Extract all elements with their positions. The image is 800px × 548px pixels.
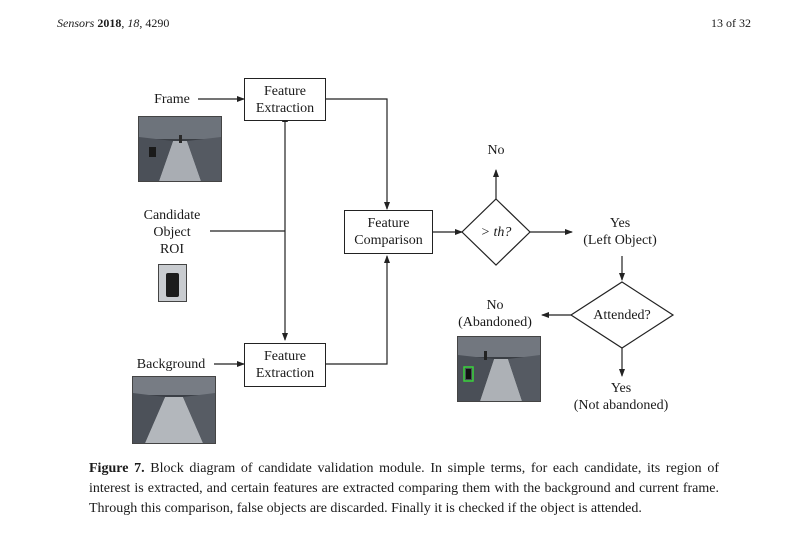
- abandoned-result-thumbnail: [457, 336, 541, 402]
- outcome-abandoned-line-2: (Abandoned): [458, 315, 532, 330]
- threshold-diamond: [461, 198, 531, 266]
- outcome-not-abandoned-line-2: (Not abandoned): [573, 398, 669, 413]
- outcome-left-object-line-2: (Left Object): [583, 233, 657, 248]
- journal-year: 2018: [97, 16, 122, 30]
- candidate-roi-thumbnail: [158, 264, 187, 302]
- attended-decision-label: Attended?: [593, 308, 651, 323]
- feature-extraction-top-line-1: Feature: [264, 83, 306, 99]
- input-candidate-label: Candidate Object ROI: [130, 207, 214, 258]
- outcome-not-abandoned-line-1: Yes: [610, 381, 632, 396]
- feature-comparison-box: Feature Comparison: [344, 210, 433, 254]
- feature-extraction-bottom-box: Feature Extraction: [244, 343, 326, 387]
- background-thumbnail: [132, 376, 216, 444]
- figure-caption: Figure 7. Block diagram of candidate val…: [89, 459, 719, 519]
- article-number: 4290: [145, 16, 170, 30]
- journal-volume: 18: [127, 16, 140, 30]
- outcome-not-abandoned-label: Yes (Not abandoned): [560, 380, 682, 414]
- page-number: 13 of 32: [711, 16, 751, 30]
- arrow-bottom-extraction-to-comparison: [324, 255, 390, 365]
- outcome-no-label: No: [487, 143, 505, 158]
- arrow-top-extraction-to-comparison: [324, 98, 390, 210]
- feature-extraction-bottom-line-2: Extraction: [255, 366, 315, 381]
- journal-name: Sensors: [57, 16, 95, 30]
- figure-caption-label: Figure 7.: [89, 461, 145, 476]
- feature-comparison-line-2: Comparison: [354, 233, 423, 248]
- input-candidate-line-2: Object: [153, 225, 191, 240]
- figure-caption-text: Block diagram of candidate validation mo…: [89, 461, 719, 516]
- outcome-left-object-line-1: Yes: [609, 216, 631, 231]
- feature-extraction-top-line-2: Extraction: [255, 100, 315, 116]
- running-header-citation: Sensors 2018, 18, 4290: [57, 16, 170, 30]
- threshold-decision-label: > th?: [480, 225, 512, 240]
- outcome-left-object-label: Yes (Left Object): [570, 215, 670, 249]
- feature-extraction-bottom-line-1: Feature: [264, 349, 306, 364]
- frame-thumbnail: [138, 116, 222, 182]
- outcome-abandoned-line-1: No: [486, 298, 504, 313]
- feature-comparison-line-1: Feature: [367, 216, 410, 231]
- input-background-label: Background: [136, 357, 206, 372]
- input-frame-label: Frame: [154, 92, 190, 107]
- feature-extraction-top-box: Feature Extraction: [244, 78, 326, 121]
- input-candidate-line-3: ROI: [159, 242, 185, 257]
- input-candidate-line-1: Candidate: [143, 208, 201, 223]
- outcome-abandoned-label: No (Abandoned): [448, 297, 542, 331]
